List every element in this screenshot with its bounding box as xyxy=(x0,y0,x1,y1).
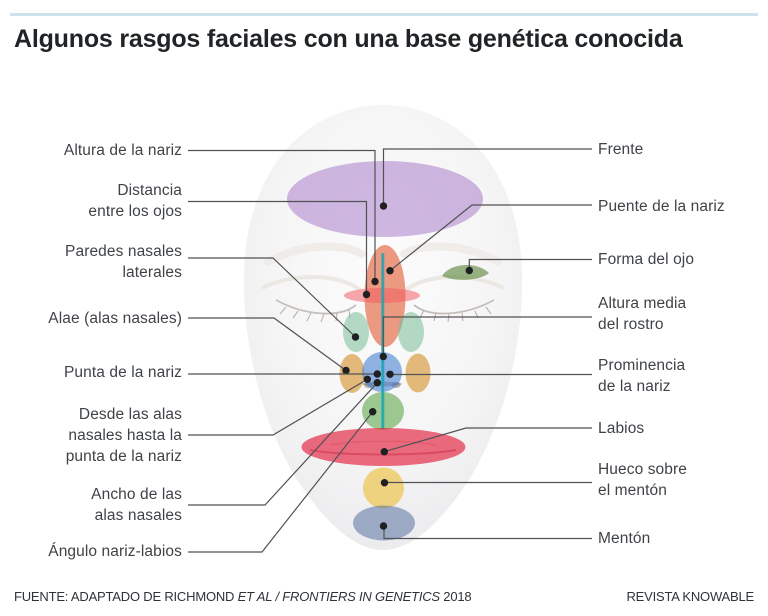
label-puente-nariz: Puente de la nariz xyxy=(598,198,725,215)
forehead-region xyxy=(287,161,483,237)
label-frente: Frente xyxy=(598,141,644,158)
leader-frente xyxy=(382,148,592,206)
label-paredes-nasales: Paredes nasales laterales xyxy=(65,243,182,281)
leader-desde-alas xyxy=(188,378,368,436)
leader-ancho-alas xyxy=(188,382,378,506)
leader-angulo-nariz-labios xyxy=(188,411,374,553)
brand-credit: REVISTA KNOWABLE xyxy=(626,589,754,604)
trait-regions-layer xyxy=(287,161,489,541)
chin-dimple-region xyxy=(363,467,404,509)
label-menton: Mentón xyxy=(598,530,651,547)
dot-forma-ojo xyxy=(465,266,473,275)
right-eyebrow xyxy=(400,242,502,266)
eye-shape-region xyxy=(442,265,489,280)
label-alae: Alae (alas nasales) xyxy=(48,310,182,327)
leader-menton xyxy=(383,526,592,540)
leader-puente-nariz xyxy=(389,204,592,272)
source-italic: ET AL / FRONTIERS IN GENETICS xyxy=(237,589,440,604)
dot-prominencia-nariz xyxy=(386,370,394,378)
footer: FUENTE: ADAPTADO DE RICHMOND ET AL / FRO… xyxy=(14,589,754,604)
dot-ancho-alas xyxy=(373,379,381,387)
dot-alae xyxy=(342,366,350,375)
label-labios: Labios xyxy=(598,420,645,437)
dot-angulo-nariz-labios xyxy=(369,408,377,416)
dot-altura-media-rostro xyxy=(379,352,387,361)
leader-altura-media-rostro xyxy=(382,316,592,356)
right-eye-lashes xyxy=(413,299,495,315)
dot-labios xyxy=(380,448,388,456)
label-angulo-nariz-labios: Ángulo nariz-labios xyxy=(48,543,182,560)
dot-punta-nariz xyxy=(373,370,381,378)
dot-desde-alas xyxy=(363,375,371,383)
leader-paredes-nasales xyxy=(188,257,356,338)
leader-distancia-ojos xyxy=(188,200,368,295)
dot-distancia-ojos xyxy=(362,290,371,299)
label-altura-media-rostro: Altura media del rostro xyxy=(598,295,687,333)
dot-frente xyxy=(379,202,388,210)
leader-labios xyxy=(384,427,592,453)
label-hueco-menton: Hueco sobre el mentón xyxy=(598,461,687,499)
label-altura-nariz: Altura de la nariz xyxy=(63,142,182,159)
label-desde-alas: Desde las alas nasales hasta la punta de… xyxy=(65,406,182,465)
source-suffix: 2018 xyxy=(439,589,472,604)
nasal-wall-right-region xyxy=(398,312,424,352)
top-accent-rule xyxy=(10,13,758,16)
left-eyelid-crease xyxy=(261,274,362,292)
page-title: Algunos rasgos faciales con una base gen… xyxy=(14,25,683,53)
leader-forma-ojo xyxy=(468,258,592,270)
label-prominencia-nariz: Prominencia de la nariz xyxy=(598,357,686,395)
dot-puente-nariz xyxy=(386,267,394,275)
left-lash-strokes xyxy=(279,306,351,323)
nasal-wall-left-region xyxy=(343,312,369,352)
leader-lines-layer xyxy=(188,148,592,553)
dot-paredes-nasales xyxy=(351,333,360,341)
dot-menton xyxy=(379,522,388,530)
dot-altura-nariz xyxy=(371,277,379,286)
label-distancia-ojos: Distancia entre los ojos xyxy=(88,182,182,220)
left-eyebrow xyxy=(264,242,366,266)
leader-altura-nariz xyxy=(188,149,376,282)
label-forma-ojo: Forma del ojo xyxy=(598,251,695,268)
ala-right-region xyxy=(405,353,431,393)
label-punta-nariz: Punta de la nariz xyxy=(63,364,182,381)
lips-region xyxy=(301,428,466,466)
label-ancho-alas: Ancho de las alas nasales xyxy=(91,486,182,524)
dot-hueco-menton xyxy=(380,479,389,487)
left-eye-lashes xyxy=(275,299,357,315)
leader-alae xyxy=(188,317,347,371)
source-credit: FUENTE: ADAPTADO DE RICHMOND ET AL / FRO… xyxy=(14,589,472,604)
source-prefix: FUENTE: ADAPTADO DE RICHMOND xyxy=(14,589,238,604)
